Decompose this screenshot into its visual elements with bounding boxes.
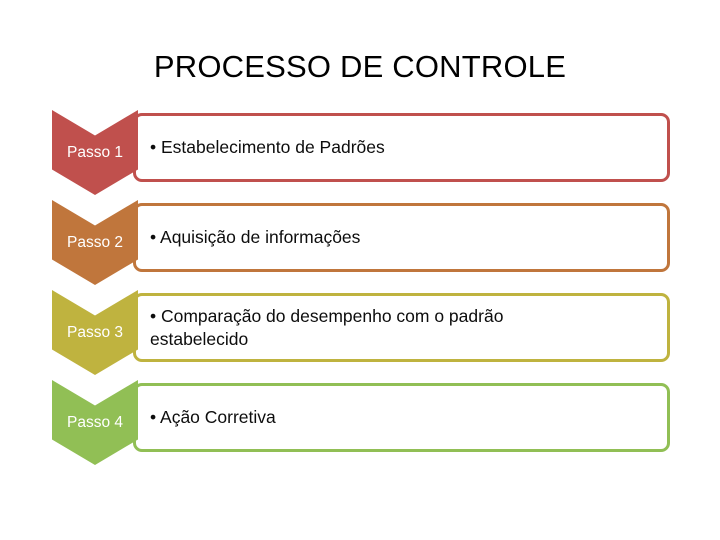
process-step-3[interactable]: • Comparação do desempenho com o padrão … <box>0 285 720 375</box>
chevron-down-icon-3 <box>52 290 138 375</box>
step-3-text-box: • Comparação do desempenho com o padrão … <box>133 293 670 362</box>
process-diagram: • Estabelecimento de Padrões Passo 1 • A… <box>0 105 720 505</box>
step-2-text: • Aquisição de informações <box>150 227 361 247</box>
chevron-down-icon-1 <box>52 110 138 195</box>
chevron-down-icon-4 <box>52 380 138 465</box>
chevron-down-icon-2 <box>52 200 138 285</box>
step-2-text-box: • Aquisição de informações <box>133 203 670 272</box>
process-step-1[interactable]: • Estabelecimento de Padrões Passo 1 <box>0 105 720 195</box>
step-3-text: • Comparação do desempenho com o padrão … <box>150 305 504 349</box>
process-step-4[interactable]: • Ação Corretiva Passo 4 <box>0 375 720 465</box>
step-4-text: • Ação Corretiva <box>150 407 276 427</box>
process-step-2[interactable]: • Aquisição de informações Passo 2 <box>0 195 720 285</box>
step-4-text-box: • Ação Corretiva <box>133 383 670 452</box>
step-1-text-box: • Estabelecimento de Padrões <box>133 113 670 182</box>
step-1-text: • Estabelecimento de Padrões <box>150 137 385 157</box>
page-title: PROCESSO DE CONTROLE <box>153 49 567 84</box>
